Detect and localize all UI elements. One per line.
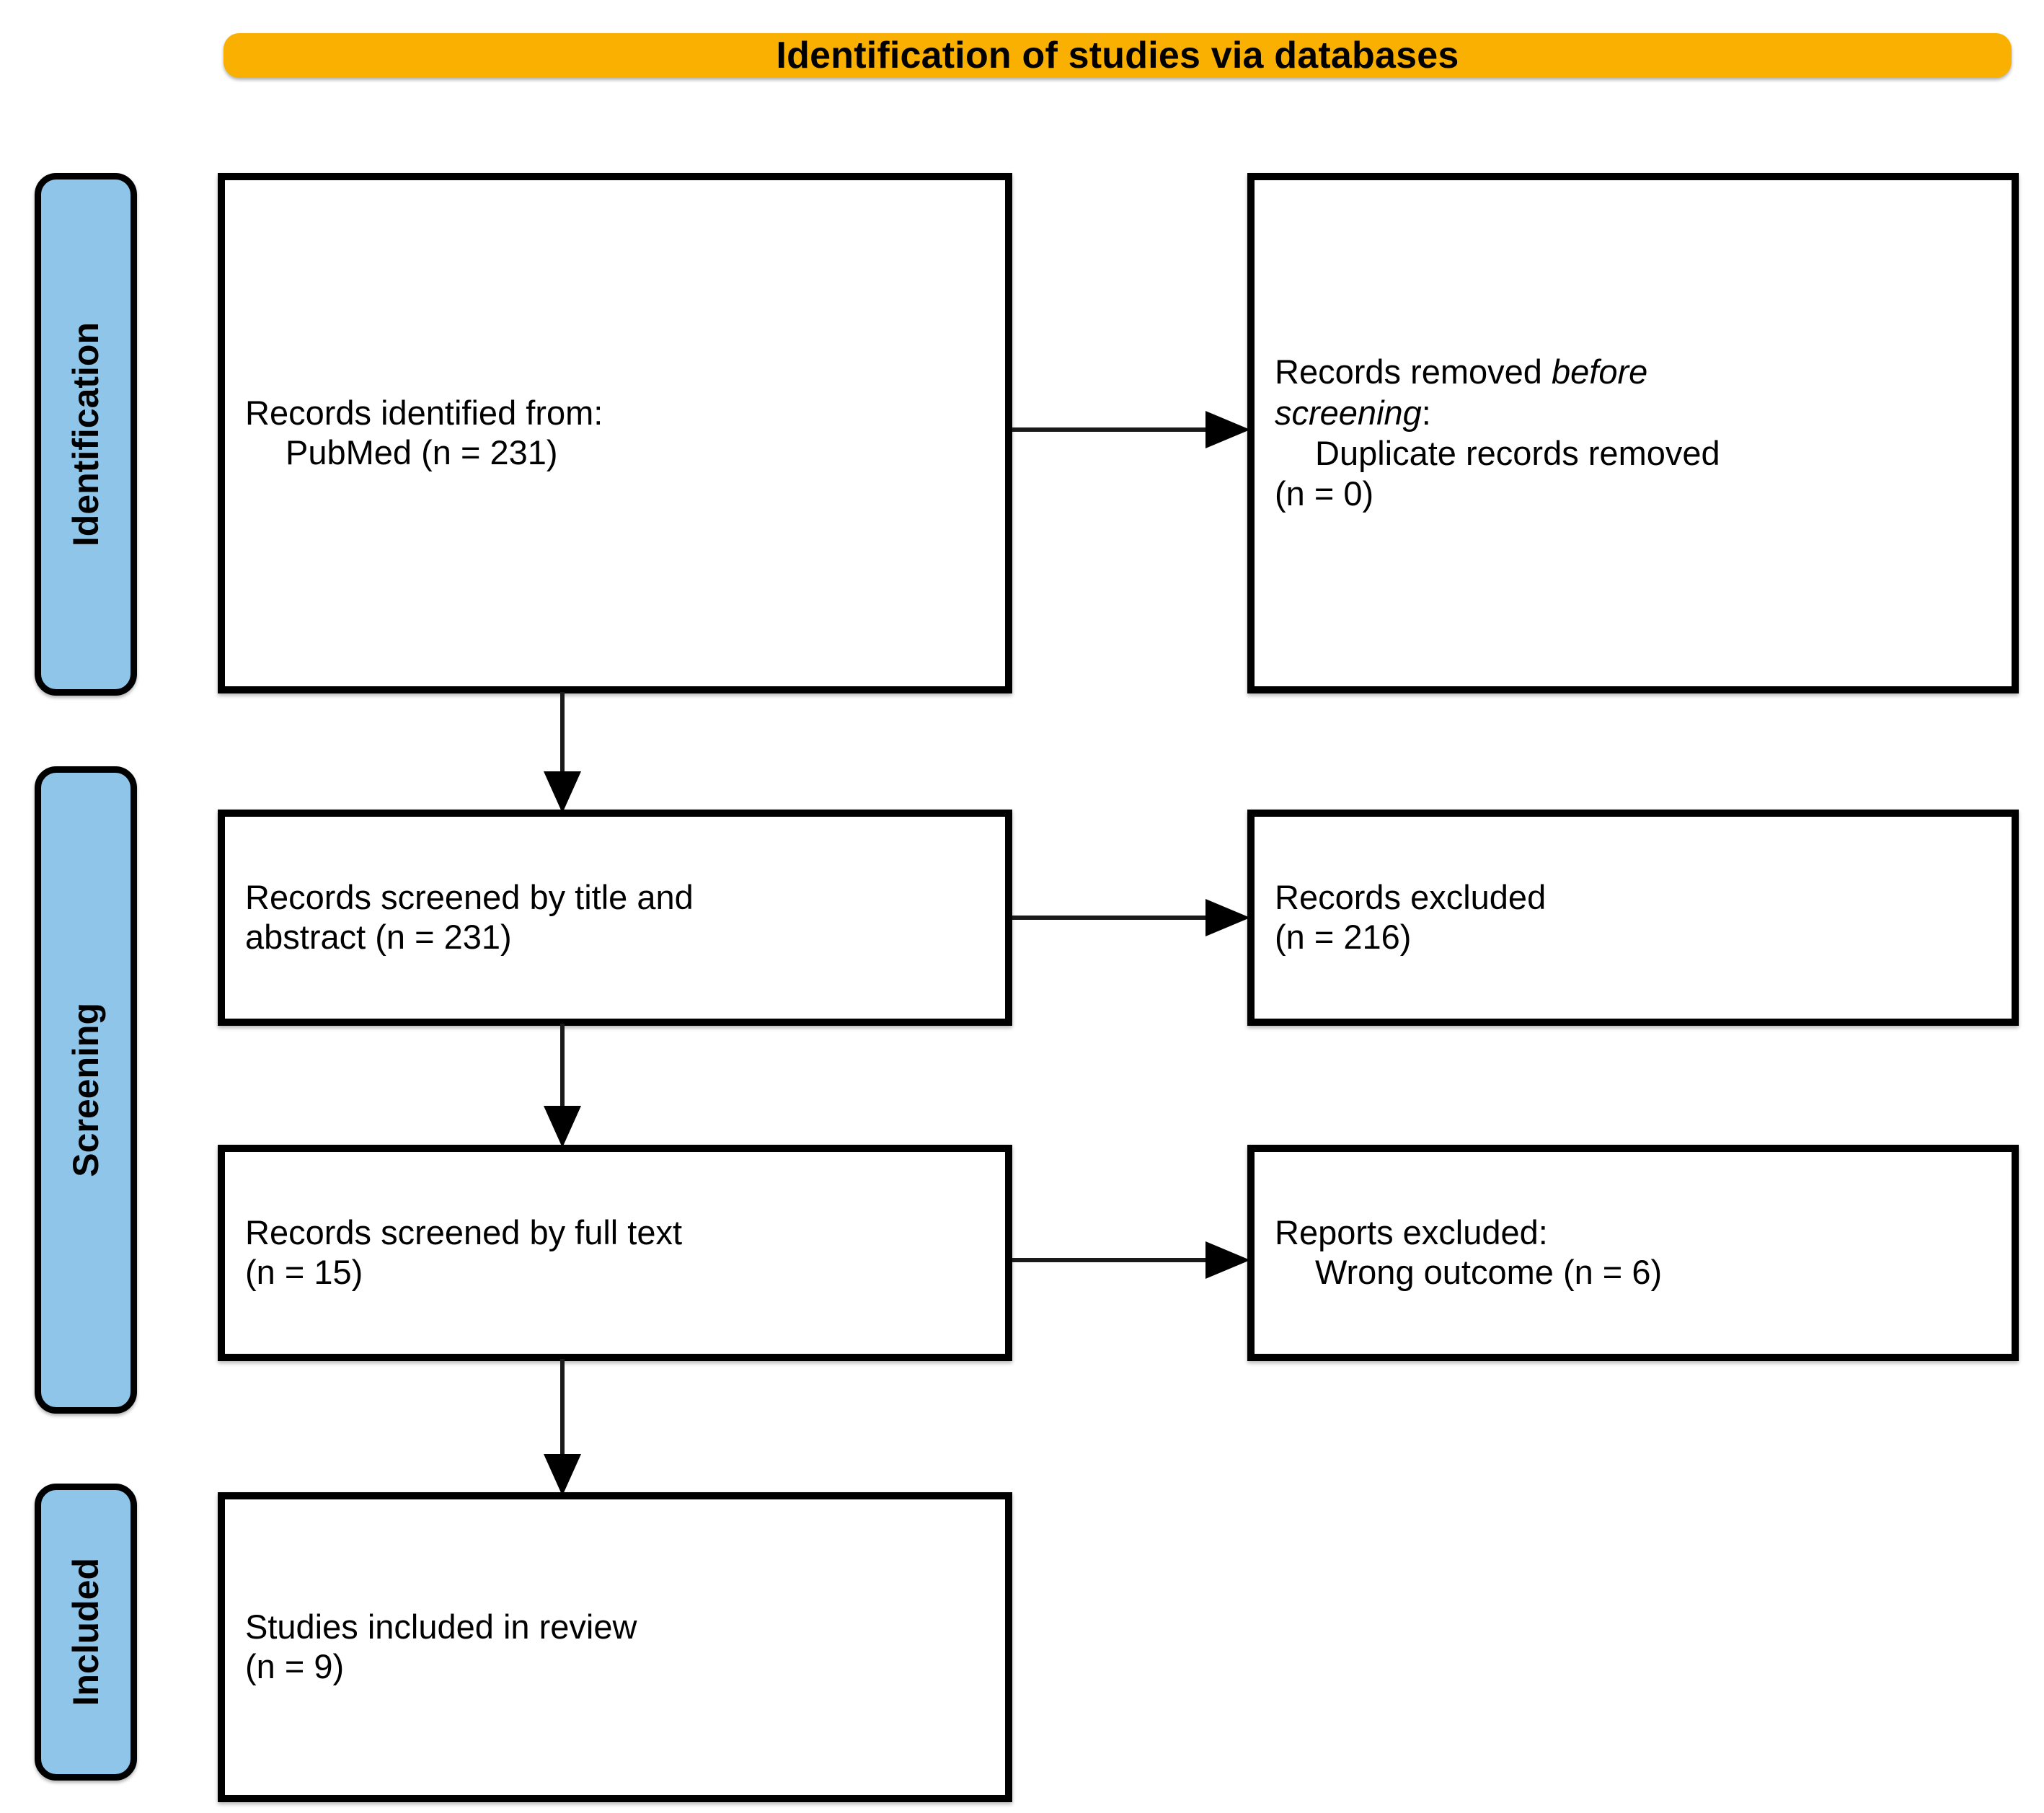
studies-included-line-2: (n = 9) bbox=[245, 1647, 345, 1685]
stage-label-text: Identification bbox=[66, 322, 106, 547]
box-studies-included: Studies included in review (n = 9) bbox=[218, 1492, 1012, 1802]
stage-label-text: Included bbox=[66, 1558, 106, 1706]
stage-label-included: Included bbox=[35, 1484, 137, 1781]
arrow-down-screened-ta-to-screened-ft bbox=[541, 1024, 584, 1148]
reports-excluded-line-2: Wrong outcome (n = 6) bbox=[1315, 1253, 1663, 1291]
box-records-screened-title-abstract: Records screened by title and abstract (… bbox=[218, 810, 1012, 1026]
arrow-right-screened-ta-to-excluded bbox=[1012, 896, 1250, 939]
screened-ta-line-2: abstract (n = 231) bbox=[245, 918, 512, 956]
records-identified-line-2: PubMed (n = 231) bbox=[286, 433, 558, 471]
records-removed-line-1-italic: before bbox=[1552, 353, 1648, 391]
records-removed-line-1: Records removed before bbox=[1275, 352, 1991, 392]
stage-label-text: Screening bbox=[66, 1003, 106, 1177]
records-identified-line-1: Records identified from: bbox=[245, 394, 603, 433]
box-records-removed-before-screening: Records removed before screening: Duplic… bbox=[1247, 173, 2019, 693]
page-title: Identification of studies via databases bbox=[776, 35, 1459, 76]
records-excluded-line-1: Records excluded bbox=[1275, 878, 1547, 917]
stage-label-identification: Identification bbox=[35, 173, 137, 696]
records-excluded-line-2: (n = 216) bbox=[1275, 918, 1412, 956]
records-removed-line-4: (n = 0) bbox=[1275, 474, 1374, 513]
records-removed-line-2-italic: screening bbox=[1275, 393, 1422, 432]
screened-ft-line-2: (n = 15) bbox=[245, 1253, 363, 1291]
stage-label-screening: Screening bbox=[35, 766, 137, 1414]
screened-ft-line-1: Records screened by full text bbox=[245, 1213, 683, 1252]
arrow-right-screened-ft-to-reports-excluded bbox=[1012, 1238, 1250, 1282]
reports-excluded-line-1: Reports excluded: bbox=[1275, 1213, 1548, 1252]
screened-ta-line-1: Records screened by title and bbox=[245, 878, 694, 917]
box-records-excluded: Records excluded (n = 216) bbox=[1247, 810, 2019, 1026]
records-removed-line-3: Duplicate records removed bbox=[1315, 434, 1720, 472]
arrow-right-identified-to-removed bbox=[1012, 408, 1250, 451]
box-records-identified: Records identified from: PubMed (n = 231… bbox=[218, 173, 1012, 693]
box-records-screened-full-text: Records screened by full text (n = 15) bbox=[218, 1145, 1012, 1361]
records-removed-line-2: screening: bbox=[1275, 393, 1991, 433]
studies-included-line-1: Studies included in review bbox=[245, 1608, 637, 1646]
diagram-header-banner: Identification of studies via databases bbox=[224, 33, 2012, 78]
arrow-down-screened-ft-to-included bbox=[541, 1359, 584, 1496]
records-removed-line-1-plain: Records removed bbox=[1275, 353, 1552, 391]
box-reports-excluded: Reports excluded: Wrong outcome (n = 6) bbox=[1247, 1145, 2019, 1361]
arrow-down-identified-to-screened-ta bbox=[541, 692, 584, 813]
records-removed-line-2-colon: : bbox=[1421, 393, 1431, 432]
